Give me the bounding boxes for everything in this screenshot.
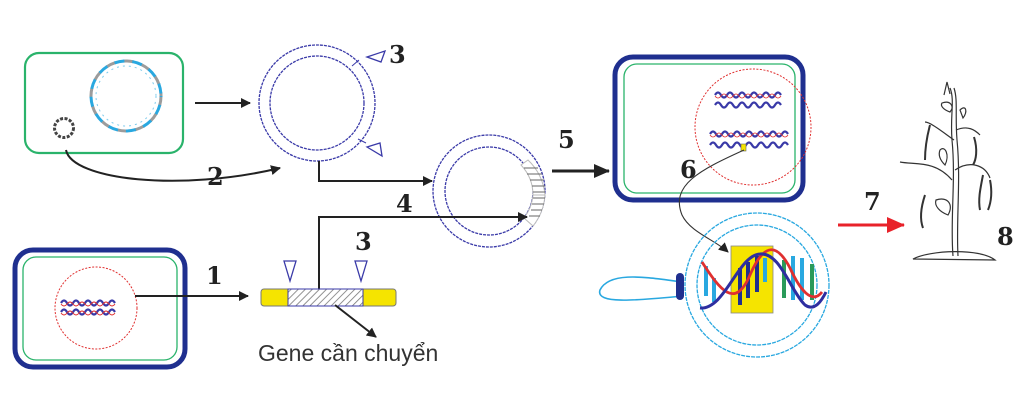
label-step-1: 1 — [206, 261, 223, 290]
donor-cell-wall — [12, 247, 188, 370]
bacterium-membrane — [23, 51, 185, 155]
transformed-cell — [612, 54, 812, 203]
arrow-2 — [65, 149, 281, 182]
label-step-8: 8 — [997, 222, 1014, 251]
label-step-4: 4 — [396, 189, 413, 218]
label-step-2: 2 — [207, 162, 224, 191]
gene-caption: Gene cần chuyển — [258, 340, 438, 366]
transformed-nucleus — [694, 68, 812, 186]
label-step-5: 5 — [558, 125, 575, 154]
restriction-site-icon — [365, 142, 383, 158]
magnifier-handle-band — [676, 273, 684, 300]
restriction-site-icon — [283, 260, 297, 284]
label-step-3-top: 3 — [389, 40, 406, 69]
magnifier-icon — [599, 212, 830, 358]
inserted-gene-segment — [520, 159, 546, 227]
recombinant-plasmid — [432, 134, 546, 248]
small-plasmid-icon — [53, 117, 75, 139]
transformed-cell-wall — [612, 54, 806, 203]
target-gene-segment — [287, 288, 364, 307]
plasmid-vector — [258, 44, 387, 162]
arrow-6 — [678, 149, 745, 253]
arrow-vector-to-recombinant — [318, 161, 433, 186]
chromosome-dna-icon — [709, 91, 789, 149]
restriction-site-icon — [354, 260, 368, 284]
label-step-3-bottom: 3 — [355, 227, 372, 256]
label-step-7: 7 — [864, 187, 881, 216]
gene-fragment — [260, 260, 397, 307]
arrow-gene-to-recombinant — [318, 212, 528, 289]
donor-cell-membrane — [22, 256, 178, 361]
transgenic-plant-icon — [899, 81, 997, 261]
bacterium-cell — [23, 51, 185, 155]
label-step-6: 6 — [680, 155, 697, 184]
transformed-cell-membrane — [623, 63, 796, 194]
donor-nucleus — [54, 266, 138, 350]
inserted-gene-marker — [740, 143, 747, 152]
donor-cell — [12, 247, 188, 370]
restriction-site-icon — [365, 49, 387, 63]
donor-dna-icon — [60, 299, 116, 316]
arrow-to-caption — [334, 304, 377, 338]
bacterial-chromosome-icon — [89, 59, 163, 133]
